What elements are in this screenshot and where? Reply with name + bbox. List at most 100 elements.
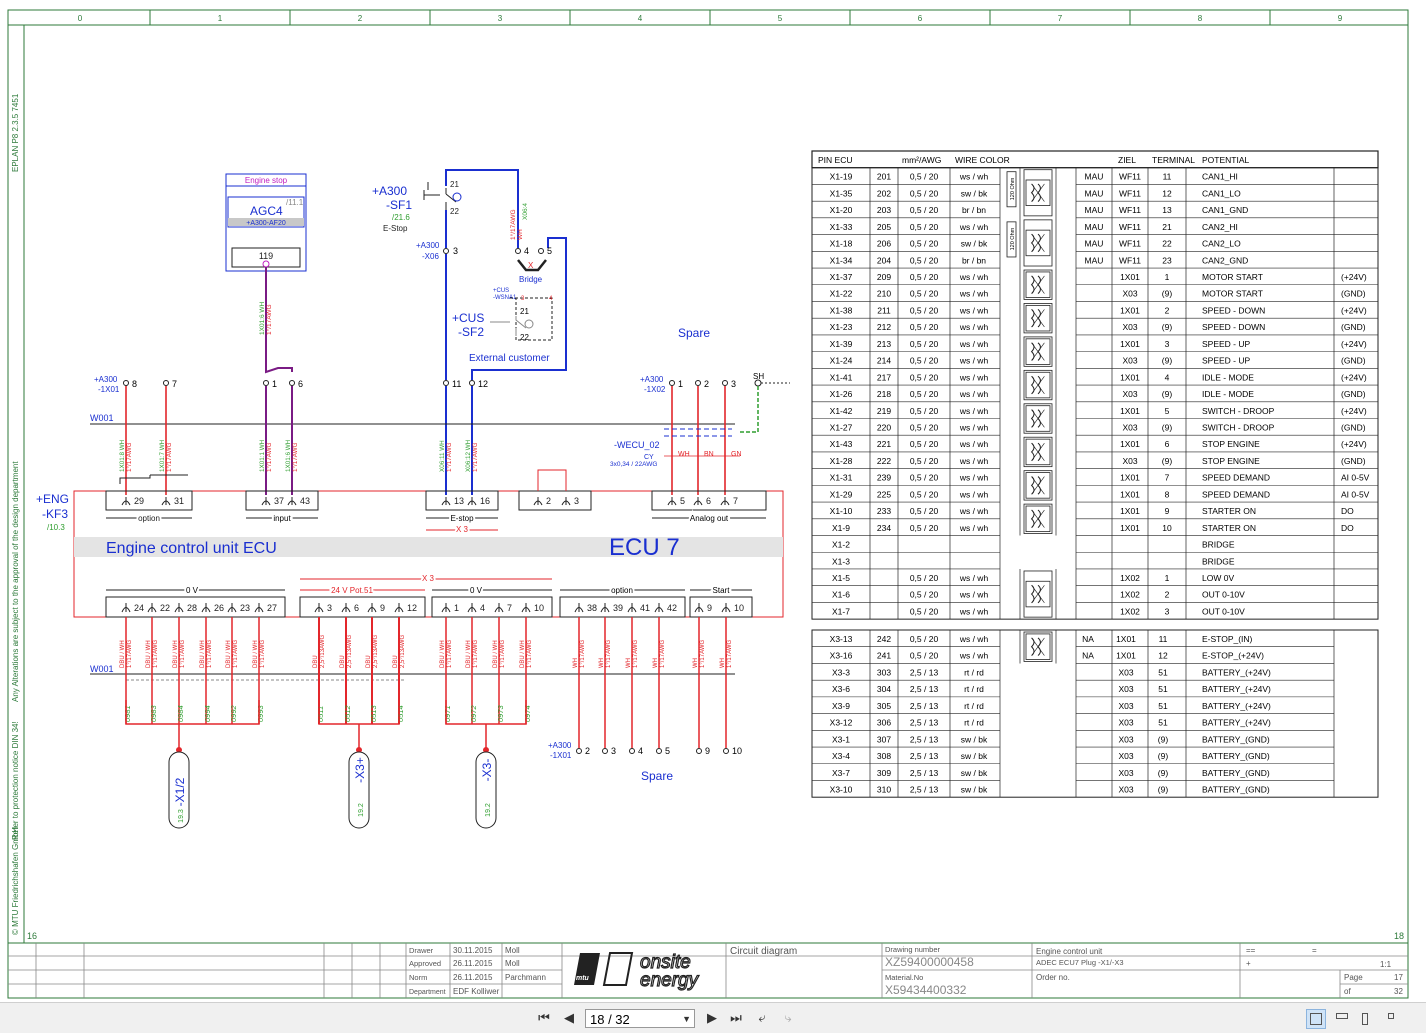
table2-cell-section: 2,5 / 13 [910,734,939,744]
wire-color-label: WH [573,658,579,668]
ecu-bottom-pin-label: 6 [354,603,359,613]
tb-drawing-number-label: Drawing number [885,945,941,954]
wire-awg-label: 1°/17AWG [207,639,213,668]
wire-id-label: 1X01:6 WH [285,439,292,472]
wire-number-label: 0972 [469,704,478,722]
ecu-top-pin-label: 6 [706,496,711,506]
table-cell-potential: OUT 0-10V [1202,606,1245,616]
table2-cell-color: rt / rd [964,701,984,711]
two-page-view-button[interactable] [1358,1009,1378,1029]
wire-id-label: 1X01:8 WH [119,439,126,472]
table-cell-wire: 206 [877,239,891,249]
table-cell-terminal: (9) [1162,289,1173,299]
table-cell-section: 0,5 / 20 [910,356,939,366]
wire-awg-label: 2,5°/13AWG [373,634,379,668]
table-cell-dest: MAU [1085,255,1104,265]
single-page-view-button[interactable] [1306,1009,1326,1029]
ecu-bottom-pin-label: 12 [407,603,417,613]
ferrite-core-icon [1025,438,1051,466]
wire-number-label: 0971 [443,705,452,722]
table2-cell-pin: X3-12 [830,718,853,728]
grid-column-label: 7 [1058,14,1063,23]
wire-awg-label: 1°/17AWG [633,639,639,668]
eng-cross-ref: /10.3 [47,523,65,532]
grid-column-label: 0 [78,14,83,23]
table-cell-dest: MAU [1085,239,1104,249]
group-x3-label: X 3 [456,525,469,534]
table-cell-color: br / bn [962,205,986,215]
tb-drawer-date: 30.11.2015 [453,946,493,955]
grid-column-label: 1 [218,14,223,23]
input-terminal-1: 1 [272,379,277,389]
1x01-terminal-7: 7 [172,379,177,389]
resistor-label: 120 Ohm [1010,177,1016,200]
table-cell-pin: X1-20 [830,205,853,215]
table-cell-terminal: 5 [1165,406,1170,416]
ecu-bottom-pin-label: 9 [707,603,712,613]
table2-cell-color: sw / bk [961,751,988,761]
tb-unit-title: Engine control unit [1036,947,1103,956]
table2-cell-dest: NA [1082,651,1094,661]
table-cell-terminal: 1 [1165,272,1170,282]
table-cell-potential: STOP ENGINE [1202,456,1260,466]
table-cell-extra: AI 0-5V [1341,473,1370,483]
grid-column-label: 4 [638,14,643,23]
ferrite-core-icon [1025,304,1051,332]
page-select[interactable]: 18 / 32 ▼ [585,1009,695,1028]
wire-number-label: 0994 [203,705,212,722]
table-cell-potential: STOP ENGINE [1202,439,1260,449]
go-back-icon[interactable]: ⤶ [758,1010,766,1025]
wire-id-label: 1X01:7 WH [159,439,166,472]
wire-awg-label: 1°/17AWG [660,639,666,668]
logo-main: onsite [640,952,691,973]
table-cell-ziel: WF11 [1119,222,1141,232]
table-cell-extra: (+24V) [1341,406,1367,416]
table2-cell-potential: BATTERY_(GND) [1202,784,1270,794]
table-cell-wire: 217 [877,372,891,382]
table-cell-potential: MOTOR START [1202,272,1263,282]
table-cell-pin: X1-22 [830,289,853,299]
table-cell-extra: (+24V) [1341,372,1367,382]
table2-cell-ziel: X03 [1118,784,1133,794]
ecu-top-pin-label: 37 [274,496,284,506]
table2-cell-potential: E-STOP_(IN) [1202,634,1253,644]
wire-color-label: WH [599,658,605,668]
wire-number-label: 0512 [343,704,352,722]
table-cell-terminal: 10 [1162,523,1172,533]
group-estop-label: E-stop [450,514,474,523]
first-page-button[interactable]: ⏮ [538,1010,550,1025]
sf1-cross-ref: /21.6 [392,213,410,222]
table-cell-color: ws / wh [959,305,989,315]
table-cell-section: 0,5 / 20 [910,439,939,449]
table-cell-terminal: 3 [1165,606,1170,616]
ecu-top-pin-label: 5 [680,496,685,506]
table2-cell-ziel: X03 [1118,768,1133,778]
two-page-continuous-view-button[interactable] [1384,1009,1404,1029]
table-cell-extra: (+24V) [1341,305,1367,315]
table-cell-ziel: X03 [1122,423,1137,433]
grid-column-label: 6 [918,14,923,23]
last-page-button[interactable]: ⏭ [730,1010,742,1025]
go-forward-icon[interactable]: ⤷ [784,1010,792,1025]
table-cell-ziel: 1X01 [1120,439,1140,449]
svg-text:1°/17AWG: 1°/17AWG [265,304,273,335]
table2-cell-section: 0,5 / 20 [910,634,939,644]
previous-page-button[interactable]: ◀ [564,1010,574,1025]
group-analog-label: Analog out [690,514,729,523]
next-page-button[interactable]: ▶ [707,1010,717,1025]
table2-cell-terminal: (9) [1158,751,1169,761]
table-cell-terminal: (9) [1162,356,1173,366]
table-cell-section: 0,5 / 20 [910,590,939,600]
table-cell-pin: X1-27 [830,423,853,433]
table2-cell-pin: X3-16 [830,651,853,661]
resistor-icon [1006,221,1017,258]
table-cell-wire: 205 [877,222,891,232]
table-cell-wire: 225 [877,489,891,499]
table-cell-terminal: 11 [1163,172,1172,182]
table2-cell-potential: BATTERY_(+24V) [1202,684,1271,694]
svg-text:1°/17AWG: 1°/17AWG [509,209,517,240]
wire-color-label: DBU / WH [493,640,499,668]
ecu-bottom-pin-label: 38 [587,603,597,613]
continuous-view-button[interactable] [1332,1009,1352,1029]
tb-unit-sub: ADEC ECU7 Plug -X1/-X3 [1036,958,1124,967]
